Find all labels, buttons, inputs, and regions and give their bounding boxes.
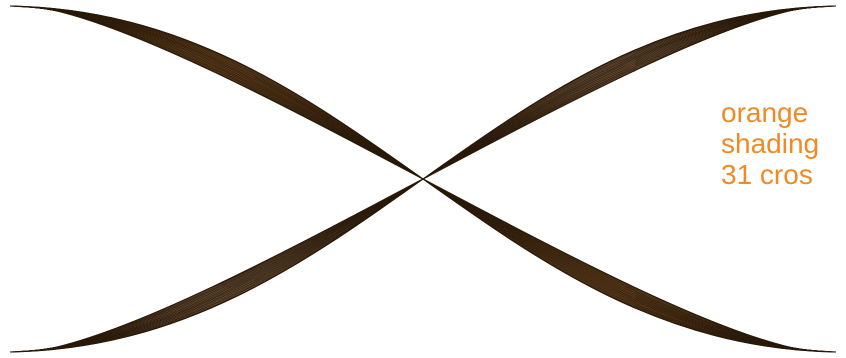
curve-family-b bbox=[10, 6, 836, 352]
caption-text: orange shading 31 cros bbox=[721, 97, 846, 190]
curve-b-31 bbox=[44, 8, 802, 350]
caption-line-1: orange bbox=[721, 97, 846, 128]
caption-line-3: 31 cros bbox=[721, 159, 846, 190]
caption-line-2: shading bbox=[721, 128, 846, 159]
